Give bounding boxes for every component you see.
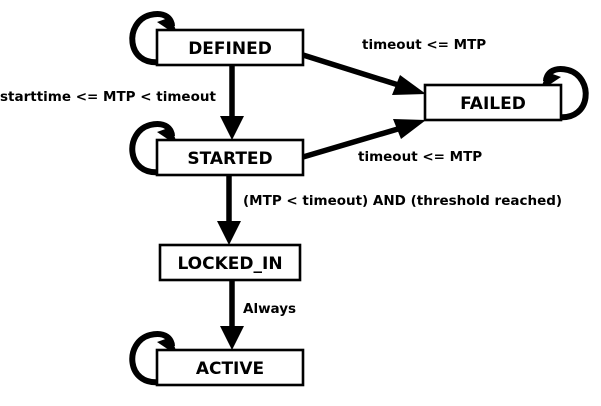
state-label-defined: DEFINED — [188, 39, 272, 59]
state-label-locked-in: LOCKED_IN — [177, 254, 282, 274]
edge-label-started-to-failed: timeout <= MTP — [358, 149, 482, 165]
state-node-locked-in[interactable]: LOCKED_IN — [158, 243, 302, 282]
edge-defined-to-failed — [302, 52, 426, 95]
state-box-defined[interactable] — [155, 28, 305, 67]
defined-to-failed-arrowhead — [392, 75, 426, 95]
edge-label-started-to-locked-in: (MTP < timeout) AND (threshold reached) — [243, 193, 562, 209]
state-box-failed[interactable] — [423, 83, 563, 122]
edge-label-defined-to-failed: timeout <= MTP — [362, 37, 486, 53]
started-to-locked-in-arrowhead — [217, 221, 241, 245]
state-node-active[interactable]: ACTIVE — [155, 348, 305, 387]
state-label-active: ACTIVE — [196, 359, 264, 379]
locked-in-to-active-arrowhead — [220, 326, 244, 350]
edge-defined-to-started — [220, 65, 244, 140]
state-node-started[interactable]: STARTED — [155, 138, 305, 177]
state-box-active[interactable] — [155, 348, 305, 387]
state-node-failed[interactable]: FAILED — [423, 83, 563, 122]
edge-label-locked-in-to-active: Always — [243, 301, 296, 317]
state-label-failed: FAILED — [460, 94, 526, 114]
edge-label-defined-to-started: starttime <= MTP < timeout — [0, 89, 216, 105]
defined-to-started-arrowhead — [220, 116, 244, 140]
edge-started-to-failed — [302, 119, 426, 160]
started-to-failed-arrowhead — [393, 119, 426, 139]
state-box-started[interactable] — [155, 138, 305, 177]
edge-locked-in-to-active — [220, 280, 244, 350]
state-box-locked-in[interactable] — [158, 243, 302, 282]
state-label-started: STARTED — [187, 149, 272, 169]
edge-started-to-locked-in — [217, 175, 241, 245]
state-node-defined[interactable]: DEFINED — [155, 28, 305, 67]
